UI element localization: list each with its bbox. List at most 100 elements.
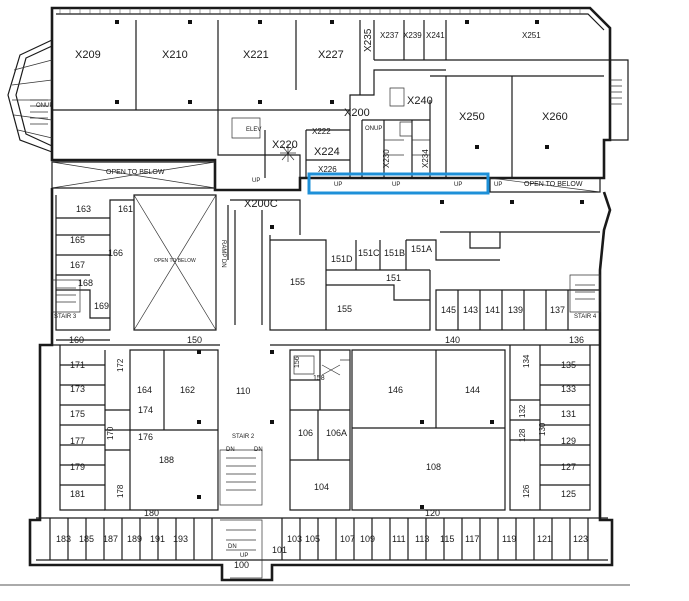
stair-4-label: STAIR 4 [574, 314, 597, 320]
room-117: 117 [465, 534, 479, 544]
room-105: 105 [305, 534, 320, 544]
open-to-below-areas [51, 161, 601, 331]
room-139: 139 [508, 305, 523, 315]
main-level-walls [28, 188, 614, 582]
room-166: 166 [108, 248, 123, 258]
room-134: 134 [522, 354, 531, 368]
up-label-5: UP [252, 178, 260, 184]
room-103: 103 [287, 534, 302, 544]
room-x239: X239 [403, 31, 422, 40]
room-191: 191 [150, 534, 165, 544]
room-151: 151 [386, 273, 401, 283]
room-127: 127 [561, 462, 576, 472]
room-x209: X209 [75, 49, 101, 61]
room-x224: X224 [314, 146, 340, 158]
room-145: 145 [441, 305, 456, 315]
room-x237: X237 [380, 31, 399, 40]
room-179: 179 [70, 462, 85, 472]
room-161: 161 [118, 204, 133, 214]
room-158: 158 [313, 375, 325, 382]
room-151c: 151C [358, 248, 380, 258]
room-189: 189 [127, 534, 142, 544]
room-113: 113 [415, 534, 429, 544]
room-x235: X235 [363, 28, 374, 52]
up-label-1: UP [334, 182, 342, 188]
room-144: 144 [465, 385, 480, 395]
stair-2-label: STAIR 2 [232, 434, 255, 440]
room-151b: 151B [384, 248, 405, 258]
open-to-below-2: OPEN TO BELOW [154, 258, 196, 264]
room-x251: X251 [522, 31, 541, 40]
room-106a: 106A [326, 428, 347, 438]
room-x200: X200 [344, 107, 370, 119]
room-136: 136 [569, 335, 584, 345]
room-x200c: X200C [244, 198, 278, 210]
room-130: 130 [538, 422, 547, 436]
dn-label-2: DN [254, 447, 263, 453]
up-label-6: UP [240, 553, 248, 559]
room-150: 150 [187, 335, 202, 345]
room-176: 176 [138, 432, 153, 442]
room-162: 162 [180, 385, 195, 395]
room-140: 140 [445, 335, 460, 345]
room-x227: X227 [318, 49, 344, 61]
room-164: 164 [137, 385, 152, 395]
room-163: 163 [76, 204, 91, 214]
room-labels-main: 163 161 165 166 167 168 169 160 150 155 … [56, 204, 588, 570]
onup-label-1: ONUP [36, 103, 53, 109]
room-x220: X220 [272, 139, 298, 151]
open-to-below-1: OPEN TO BELOW [106, 169, 165, 176]
room-120: 120 [425, 508, 440, 518]
room-109: 109 [360, 534, 375, 544]
room-180: 180 [144, 508, 159, 518]
room-172: 172 [116, 358, 125, 372]
room-188: 188 [159, 455, 174, 465]
upper-level-walls [7, 6, 629, 192]
room-129: 129 [561, 436, 576, 446]
stair-labels: STAIR 3 STAIR 4 STAIR 2 [54, 314, 597, 440]
room-183: 183 [56, 534, 71, 544]
room-146: 146 [388, 385, 403, 395]
room-110: 110 [236, 386, 250, 396]
room-x260: X260 [542, 111, 568, 123]
room-167: 167 [70, 260, 85, 270]
room-x226: X226 [318, 165, 337, 174]
room-169: 169 [94, 301, 109, 311]
room-106: 106 [298, 428, 313, 438]
up-label-2: UP [392, 182, 400, 188]
room-101: 101 [272, 545, 287, 555]
room-x230: X230 [382, 149, 391, 168]
room-175: 175 [70, 409, 85, 419]
room-160: 160 [69, 335, 84, 345]
room-x221: X221 [243, 49, 269, 61]
room-111: 111 [392, 534, 406, 544]
room-x250: X250 [459, 111, 485, 123]
room-x222: X222 [312, 127, 331, 136]
open-to-below-3: OPEN TO BELOW [524, 181, 583, 188]
room-181: 181 [70, 489, 85, 499]
room-137: 137 [550, 305, 565, 315]
room-131: 131 [561, 409, 576, 419]
room-115: 115 [440, 534, 454, 544]
onup-label-2: ONUP [365, 126, 382, 132]
room-141: 141 [485, 305, 500, 315]
room-174: 174 [138, 405, 153, 415]
room-187: 187 [103, 534, 118, 544]
up-label-4: UP [494, 182, 502, 188]
room-168: 168 [78, 278, 93, 288]
room-171: 171 [70, 360, 85, 370]
room-165: 165 [70, 235, 85, 245]
highlighted-corridor[interactable] [307, 172, 490, 195]
room-126: 126 [522, 484, 531, 498]
room-143: 143 [463, 305, 478, 315]
ramp-label: RAMP DN [220, 240, 226, 268]
room-123: 123 [573, 534, 588, 544]
room-108: 108 [426, 462, 441, 472]
room-x240: X240 [407, 95, 433, 107]
room-173: 173 [70, 384, 85, 394]
room-107: 107 [340, 534, 355, 544]
dn-label-1: DN [226, 447, 235, 453]
room-121: 121 [537, 534, 552, 544]
up-label-3: UP [454, 182, 462, 188]
